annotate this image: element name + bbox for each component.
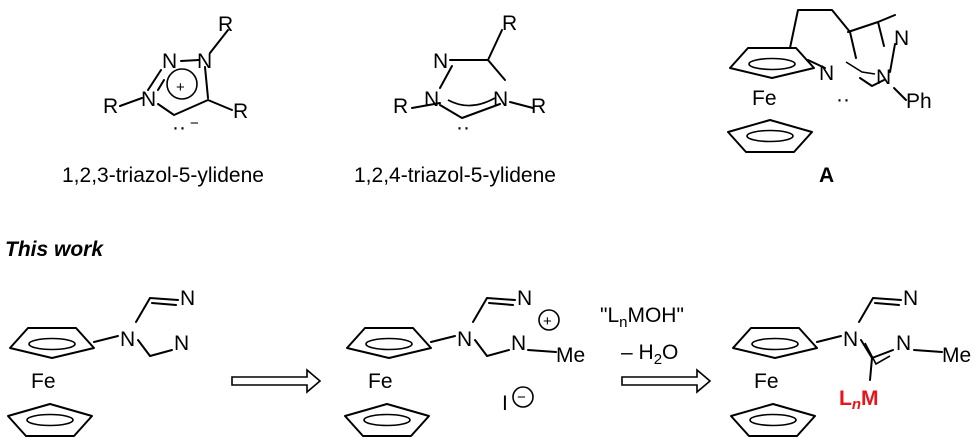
structure-124-triazolylidene: N N N R R R ·· [393,12,546,139]
svg-text:"LnMOH": "LnMOH" [600,304,684,331]
atom-n2: N [197,50,212,73]
counterion-iodide: I [502,392,508,415]
reagent-line2-main: – H [621,341,654,364]
svg-text:– H2O: – H2O [621,341,678,368]
atom-n4: N [457,328,472,351]
heading-this-work: This work [5,238,104,261]
positive-charge: + [543,313,552,330]
atom-n3: N [141,88,156,111]
substituent-r1: R [502,12,517,35]
atom-n1: N [517,287,532,310]
atom-fe: Fe [754,370,779,393]
reagent-line1-close: MOH" [627,304,683,327]
atom-fe: Fe [368,370,393,393]
atom-n4: N [843,328,858,351]
atom-n1-ph: N [876,66,891,89]
substituent-me: Me [942,344,971,367]
metal-fragment: LnM [839,387,879,413]
carbene-lone-pair: ·· [836,88,850,111]
structure-metal-carbene-complex: Fe N N N Me LnM [730,287,971,437]
reaction-arrow-1 [231,368,322,394]
reagent-line1-open: "L [600,304,619,327]
structure-123-triazolylidene: N N N R R R + − ·· [103,13,248,139]
substituent-ph: Ph [906,90,932,113]
caption-123-triazolylidene: 1,2,3-triazol-5-ylidene [62,164,264,187]
reagent-line2-end: O [662,341,678,364]
substituent-r3: R [233,100,248,123]
atom-n2: N [424,88,439,111]
positive-charge-icon [538,309,560,331]
reaction-arrow-2 [621,368,712,394]
substituent-r2: R [103,95,118,118]
carbene-lone-pair: ·· [456,116,470,139]
atom-n2: N [511,332,526,355]
atom-fe: Fe [31,370,56,393]
substituent-r1: R [218,13,233,36]
reagent-label: "LnMOH" – H2O [600,304,684,368]
structure-ferrocenyl-triazole: Fe N N N [7,287,195,437]
atom-n4: N [120,328,135,351]
atom-n1: N [903,287,918,310]
structure-compound-a: Fe N N N Ph ·· [727,9,932,153]
reagent-line1-sub: n [619,314,627,331]
negative-charge-icon [512,386,534,408]
aromatic-cation-ring-icon [166,68,198,100]
atom-n2: N [894,27,909,50]
atom-n2: N [174,332,189,355]
substituent-r2: R [393,95,408,118]
atom-fe: Fe [752,87,777,110]
positive-charge: + [176,79,185,96]
metal-ligand-l: L [839,387,852,410]
carbene-lone-pair: ·· [172,116,186,139]
negative-charge: − [190,115,199,132]
atom-n1: N [433,50,448,73]
metal-atom-m: M [861,387,879,410]
atom-n-fused: N [819,62,834,85]
reagent-line2-sub: 2 [654,351,662,368]
caption-124-triazolylidene: 1,2,4-triazol-5-ylidene [354,164,556,187]
atom-n1: N [180,287,195,310]
substituent-r3: R [531,95,546,118]
atom-n1: N [162,50,177,73]
caption-compound-a: A [819,164,834,187]
substituent-me: Me [556,344,585,367]
negative-charge: − [517,389,526,406]
atom-n2: N [896,332,911,355]
atom-n4: N [493,88,508,111]
structure-triazolium-iodide: Fe N N N Me + I − [344,287,585,437]
metal-ligand-n: n [852,396,861,413]
